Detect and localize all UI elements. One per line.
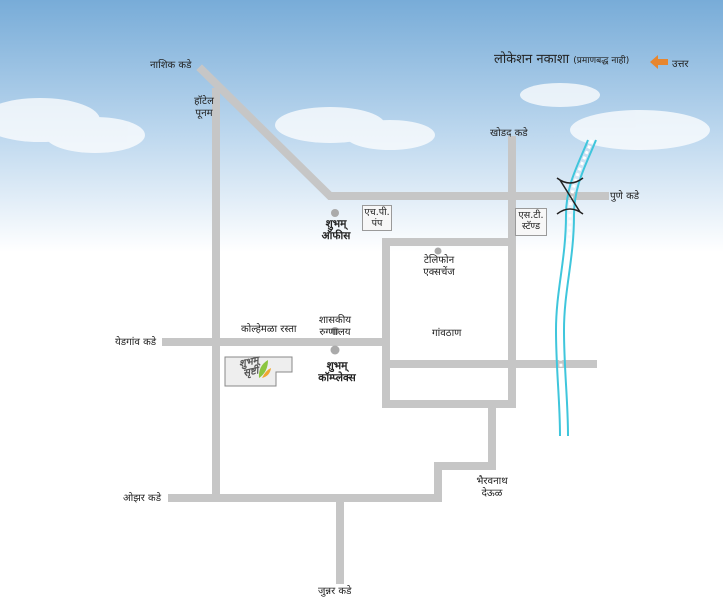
project-plot bbox=[224, 356, 293, 387]
north-label: उत्तर bbox=[672, 59, 689, 70]
clouds bbox=[0, 83, 710, 153]
roads bbox=[162, 64, 609, 584]
gavthan-block bbox=[382, 238, 516, 408]
telephone-exchange-dot bbox=[434, 247, 442, 255]
map-title-sub: (प्रमाणबद्ध नाही) bbox=[573, 56, 630, 66]
label-kolhemala-road: कोल्हेमळा रस्ता bbox=[241, 324, 297, 335]
label-shubham-complex: शुभम्कॉम्प्लेक्स bbox=[318, 360, 356, 385]
leaf-icon bbox=[258, 360, 271, 378]
label-nashik: नाशिक कडे bbox=[150, 60, 192, 71]
north-arrow-icon bbox=[650, 55, 668, 69]
hospital-dot bbox=[331, 327, 339, 335]
bridge-icon bbox=[556, 177, 584, 215]
label-junnar: जुन्नर कडे bbox=[318, 586, 352, 597]
map-title: लोकेशन नकाशा (प्रमाणबद्ध नाही) bbox=[494, 49, 629, 67]
shubham-complex-dot bbox=[330, 345, 340, 355]
label-yedgaon: येडगांव कडे bbox=[115, 337, 157, 348]
label-gavthan: गांवठाण bbox=[432, 328, 462, 339]
box-st-stand: एस.टी.स्टॅण्ड bbox=[515, 208, 547, 236]
box-hp-pump: एच.पी.पंप bbox=[362, 205, 392, 231]
label-shubham-office: शुभम्ऑफीस bbox=[321, 218, 351, 243]
ozar-road bbox=[168, 400, 496, 502]
label-khodad: खोडद कडे bbox=[490, 128, 528, 139]
label-pune: पुणे कडे bbox=[610, 191, 640, 202]
map-title-main: लोकेशन नकाशा bbox=[494, 52, 570, 67]
label-ozar: ओझर कडे bbox=[123, 493, 162, 504]
shubham-office-dot bbox=[331, 209, 339, 217]
